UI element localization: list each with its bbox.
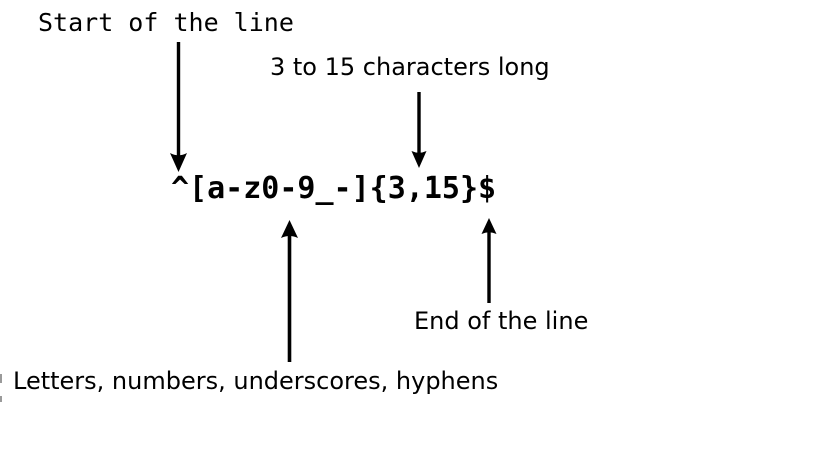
arrow-up-character-class-icon xyxy=(281,220,298,362)
label-character-class: Letters, numbers, underscores, hyphens xyxy=(13,367,499,395)
regex-pattern: ^[a-z0-9_-]{3,15}$ xyxy=(171,171,497,206)
label-length: 3 to 15 characters long xyxy=(270,53,550,81)
cropped-edge-artifact xyxy=(0,374,2,383)
arrow-down-length-icon xyxy=(411,92,427,168)
label-start-of-line: Start of the line xyxy=(38,8,294,37)
arrow-up-end-of-line-icon xyxy=(481,218,497,303)
cropped-edge-artifact xyxy=(0,396,2,402)
arrow-down-start-of-line-icon xyxy=(170,42,187,172)
label-end-of-line: End of the line xyxy=(414,307,589,335)
